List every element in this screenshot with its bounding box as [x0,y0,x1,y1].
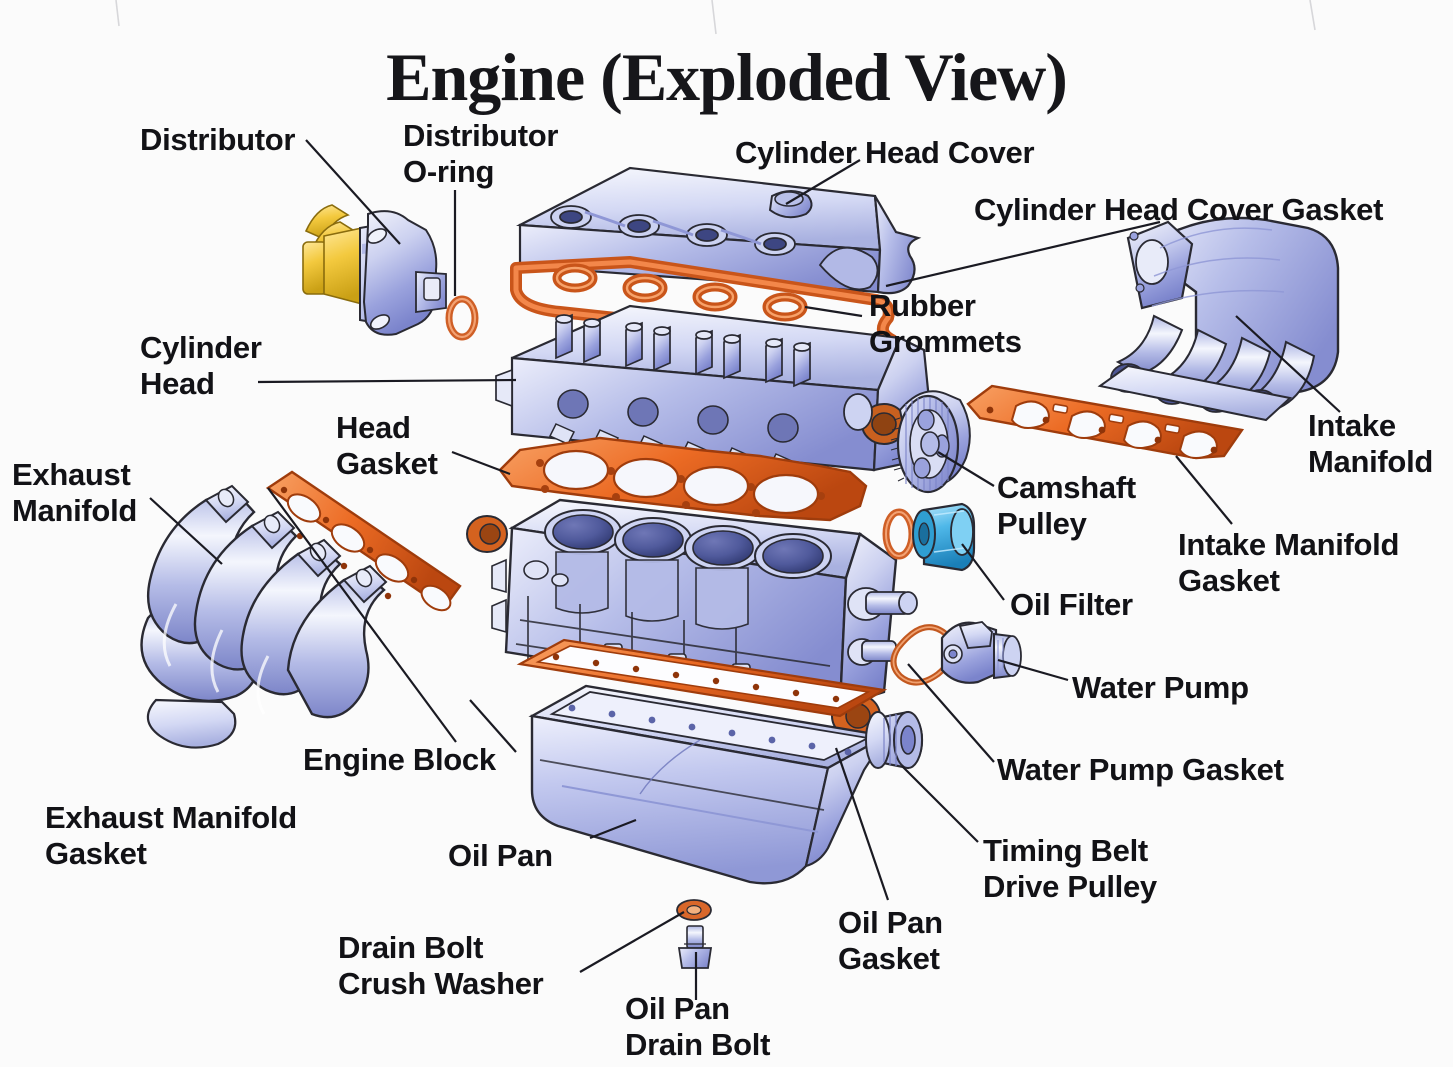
label-head-gasket: Head Gasket [336,410,438,481]
part-water-pump-gasket [890,624,956,686]
label-exhaust-manifold-gasket: Exhaust Manifold Gasket [45,800,297,871]
label-cylinder-head-cover-gasket: Cylinder Head Cover Gasket [974,192,1384,227]
part-camshaft-pulley [890,390,971,494]
label-water-pump: Water Pump [1072,670,1249,705]
label-timing-belt-drive-pulley: Timing Belt Drive Pulley [983,833,1157,904]
label-cylinder-head: Cylinder Head [140,330,262,401]
part-head-gasket [498,436,868,522]
part-engine-block [491,498,918,708]
part-exhaust-manifold [140,484,388,749]
part-exhaust-manifold-gasket [265,470,462,612]
label-drain-bolt-crush-washer: Drain Bolt Crush Washer [338,930,544,1001]
part-intake-manifold [1097,216,1340,422]
label-exhaust-manifold: Exhaust Manifold [12,457,138,528]
part-drain-bolt-crush-washer [676,899,712,921]
label-oil-filter: Oil Filter [1010,587,1133,622]
label-cylinder-head-cover: Cylinder Head Cover [735,135,1035,170]
part-oil-pan [528,684,890,885]
label-distributor-o-ring: Distributor O-ring [403,118,559,189]
part-oil-filter [882,502,976,572]
part-distributor [302,204,447,336]
part-crank-seal [466,515,508,553]
label-camshaft-pulley: Camshaft Pulley [997,470,1136,541]
label-intake-manifold: Intake Manifold [1308,408,1434,479]
part-oil-pan-gasket [516,638,888,718]
label-engine-block: Engine Block [303,742,496,777]
part-cylinder-head [495,304,932,475]
page-title: Engine (Exploded View) [386,39,1068,115]
part-rubber-grommets [552,263,808,322]
label-water-pump-gasket: Water Pump Gasket [997,752,1284,787]
label-intake-manifold-gasket: Intake Manifold Gasket [1178,527,1400,598]
part-intake-manifold-gasket [966,384,1245,460]
label-oil-pan: Oil Pan [448,838,553,873]
scan-artifacts [115,0,1316,35]
leader-lines [149,139,1341,1000]
label-distributor: Distributor [140,122,296,157]
part-cylinder-head-cover-gasket [510,256,898,352]
part-distributor-o-ring [445,295,479,341]
part-water-pump [940,621,1022,684]
label-oil-pan-gasket: Oil Pan Gasket [838,905,943,976]
label-oil-pan-drain-bolt: Oil Pan Drain Bolt [625,991,771,1062]
label-rubber-grommets: Rubber Grommets [869,288,1022,359]
part-timing-belt-drive-pulley [865,710,924,770]
part-cylinder-head-cover [516,166,922,295]
